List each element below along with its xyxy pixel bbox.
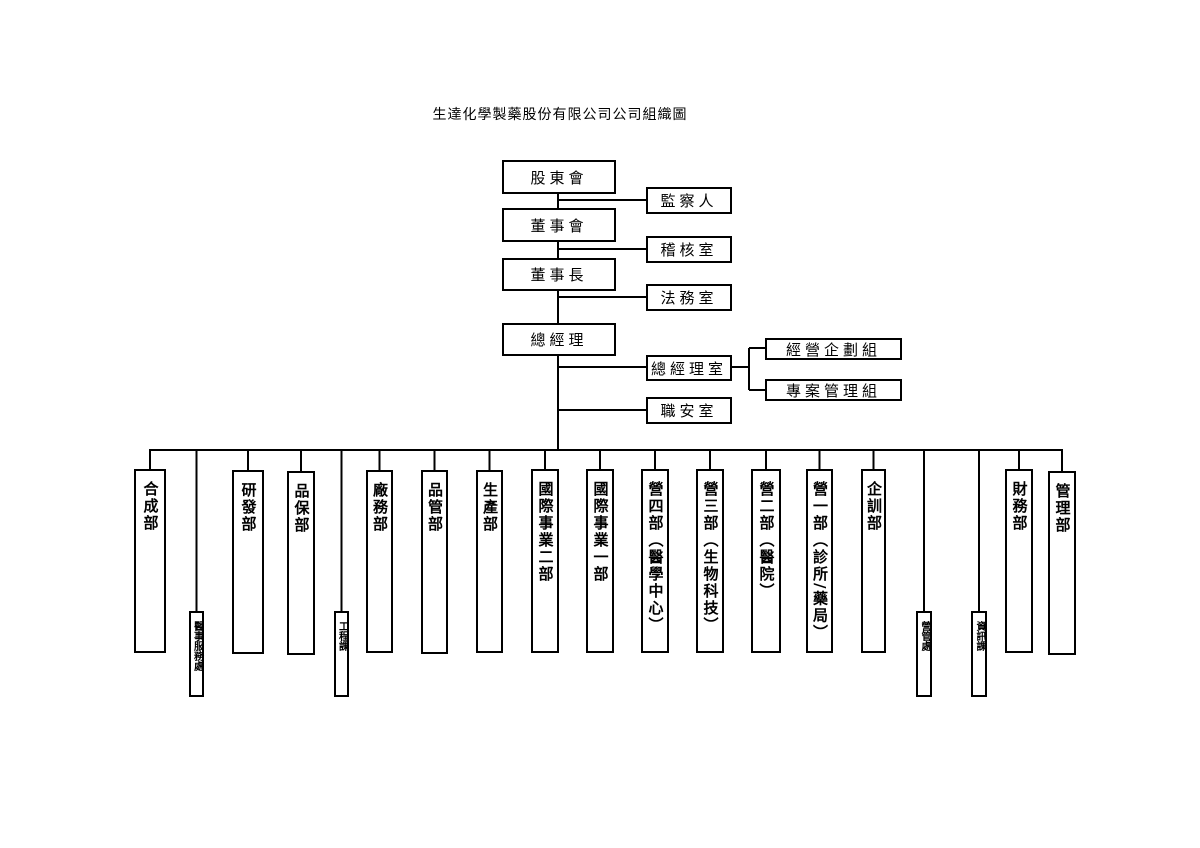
- department-box: 營三部（生物科技）: [696, 469, 724, 653]
- department-box: 國際事業一部: [586, 469, 614, 653]
- department-box: 生產部: [476, 470, 503, 653]
- legal-box: 法務室: [646, 284, 732, 311]
- department-box: 品保部: [287, 471, 315, 655]
- department-box: 國際事業二部: [531, 469, 559, 653]
- department-box: 營一部（診所/藥局）: [806, 469, 833, 653]
- department-box: 合成部: [134, 469, 166, 653]
- project-box: 專案管理組: [765, 379, 902, 401]
- department-box: 工程課: [334, 611, 349, 697]
- department-box: 資訊課: [971, 611, 987, 697]
- board-box: 董事會: [502, 208, 616, 242]
- shareholders-box: 股東會: [502, 160, 616, 194]
- safety-box: 職安室: [646, 397, 732, 424]
- department-box: 管理部: [1048, 471, 1076, 655]
- chart-title: 生達化學製藥股份有限公司公司組織圖: [432, 107, 688, 123]
- department-box: 營二部（醫院）: [751, 469, 781, 653]
- chairman-box: 董事長: [502, 258, 616, 291]
- gm-box: 總經理: [502, 323, 616, 356]
- supervisor-box: 監察人: [646, 187, 732, 214]
- department-box: 營四部（醫學中心）: [641, 469, 669, 653]
- department-box: 財務部: [1005, 469, 1033, 653]
- planning-box: 經營企劃組: [765, 338, 902, 360]
- department-box: 企訓部: [861, 469, 886, 653]
- gm-office-box: 總經理室: [646, 355, 732, 381]
- department-box: 研發部: [232, 470, 264, 654]
- audit-box: 稽核室: [646, 236, 732, 263]
- department-box: 廠務部: [366, 470, 393, 653]
- department-box: 營管處: [916, 611, 932, 697]
- department-box: 醫事服務處: [189, 611, 204, 697]
- department-box: 品管部: [421, 470, 448, 654]
